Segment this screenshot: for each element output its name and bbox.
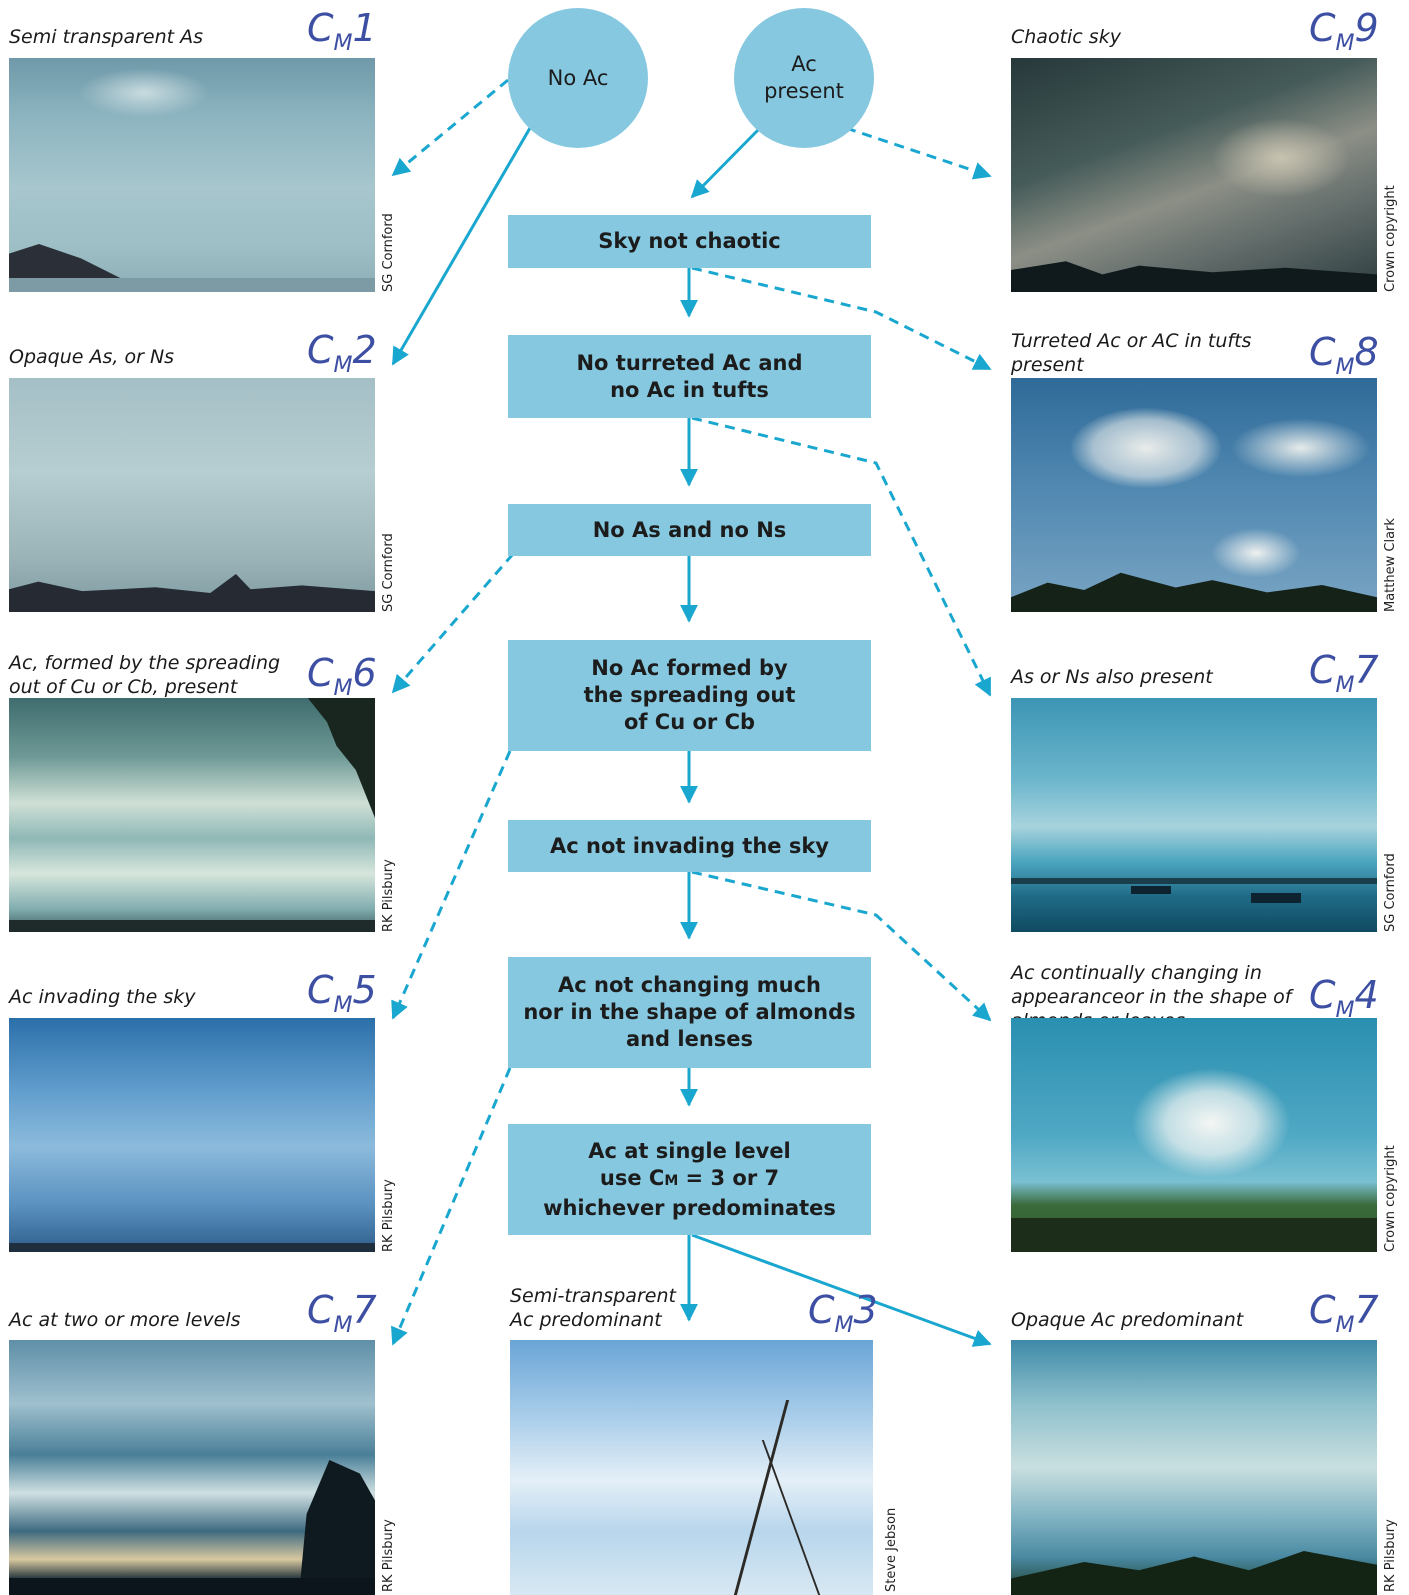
cm6-caption: Ac, formed by the spreading out of Cu or… [9,652,281,698]
cm1-credit: SG Cornford [381,213,396,292]
cm3-credit: Steve Jebson [884,1507,899,1592]
arrow-step5-to-cm4 [691,870,992,1022]
arrow-ac-present-to-sky-not-chaotic [690,128,760,199]
cm8-caption: Turreted Ac or AC in tufts present [1011,330,1252,376]
cm7-right-credit: SG Cornford [1383,853,1398,932]
photo-cm1 [9,58,375,292]
photo-cm6 [9,698,375,932]
arrow-no-ac-to-cm1 [391,78,509,177]
step-ac-single-level: Ac at single level use CM = 3 or 7 which… [508,1124,871,1235]
photo-cm7-left [9,1340,375,1595]
cm7-bottom-right-code: CM7 [1309,1288,1379,1338]
photo-cm9 [1011,58,1377,292]
photo-cm2 [9,378,375,612]
cm7-left-credit: RK Pilsbury [381,1519,396,1592]
cm1-code: CM1 [307,6,377,56]
cm8-code: CM8 [1309,330,1379,380]
arrow-step6-to-cm7-left [391,1067,512,1346]
final-step-line2-sub: M [664,1172,679,1189]
cm7-bottom-right-credit: RK Pilsbury [1383,1519,1398,1592]
cm1-caption: Semi transparent As [9,26,204,48]
cm3-caption: Semi-transparent Ac predominant [510,1285,676,1331]
photo-cm7-bottom-right [1011,1340,1377,1595]
final-step-line3: whichever predominates [543,1195,836,1220]
arrow-no-ac-to-cm2 [391,127,532,366]
step-sky-not-chaotic: Sky not chaotic [508,215,871,268]
arrow-step3-to-cm6 [391,553,515,694]
cm6-credit: RK Pilsbury [381,859,396,932]
final-step-line2-suffix: = 3 or 7 [678,1165,780,1190]
cm5-code: CM5 [307,968,377,1018]
step-no-as-no-ns: No As and no Ns [508,504,871,556]
cm5-caption: Ac invading the sky [9,986,196,1008]
cm9-credit: Crown copyright [1383,185,1398,292]
cm4-code: CM4 [1309,973,1379,1023]
arrow-final-to-cm7-bottom-right [691,1233,992,1347]
no-ac-circle: No Ac [508,8,648,148]
cm7-bottom-right-caption: Opaque Ac predominant [1011,1309,1244,1331]
final-step-line2-prefix: use C [599,1165,665,1190]
cm7-left-code: CM7 [307,1288,377,1338]
cm7-right-code: CM7 [1309,648,1379,698]
cm2-credit: SG Cornford [381,533,396,612]
cm8-credit: Matthew Clark [1383,518,1398,612]
cm5-credit: RK Pilsbury [381,1179,396,1252]
arrow-step1-to-cm8 [691,266,992,371]
ac-present-circle: Ac present [734,8,874,148]
cm2-code: CM2 [307,328,377,378]
step-ac-not-invading: Ac not invading the sky [508,820,871,872]
arrow-step2-to-cm7-right [691,416,992,697]
photo-cm3 [510,1340,873,1595]
photo-cm7-right [1011,698,1377,932]
photo-cm4 [1011,1018,1377,1252]
cm4-credit: Crown copyright [1383,1145,1398,1252]
arrow-step4-to-cm5 [391,750,512,1020]
cm9-code: CM9 [1309,6,1379,56]
photo-cm5 [9,1018,375,1252]
cm7-left-caption: Ac at two or more levels [9,1309,241,1331]
step-no-ac-spreading: No Ac formed by the spreading out of Cu … [508,640,871,751]
final-step-line2: use CM = 3 or 7 [600,1165,779,1195]
final-step-line1: Ac at single level [588,1138,791,1163]
cm7-right-caption: As or Ns also present [1011,666,1213,688]
photo-cm8 [1011,378,1377,612]
step-ac-not-changing: Ac not changing much nor in the shape of… [508,957,871,1068]
arrow-ac-present-to-cm9 [845,126,992,180]
step-no-turreted-ac: No turreted Ac and no Ac in tufts [508,335,871,418]
cm9-caption: Chaotic sky [1011,26,1121,48]
cm2-caption: Opaque As, or Ns [9,346,175,368]
cm3-code: CM3 [808,1288,878,1338]
cm6-code: CM6 [307,651,377,701]
